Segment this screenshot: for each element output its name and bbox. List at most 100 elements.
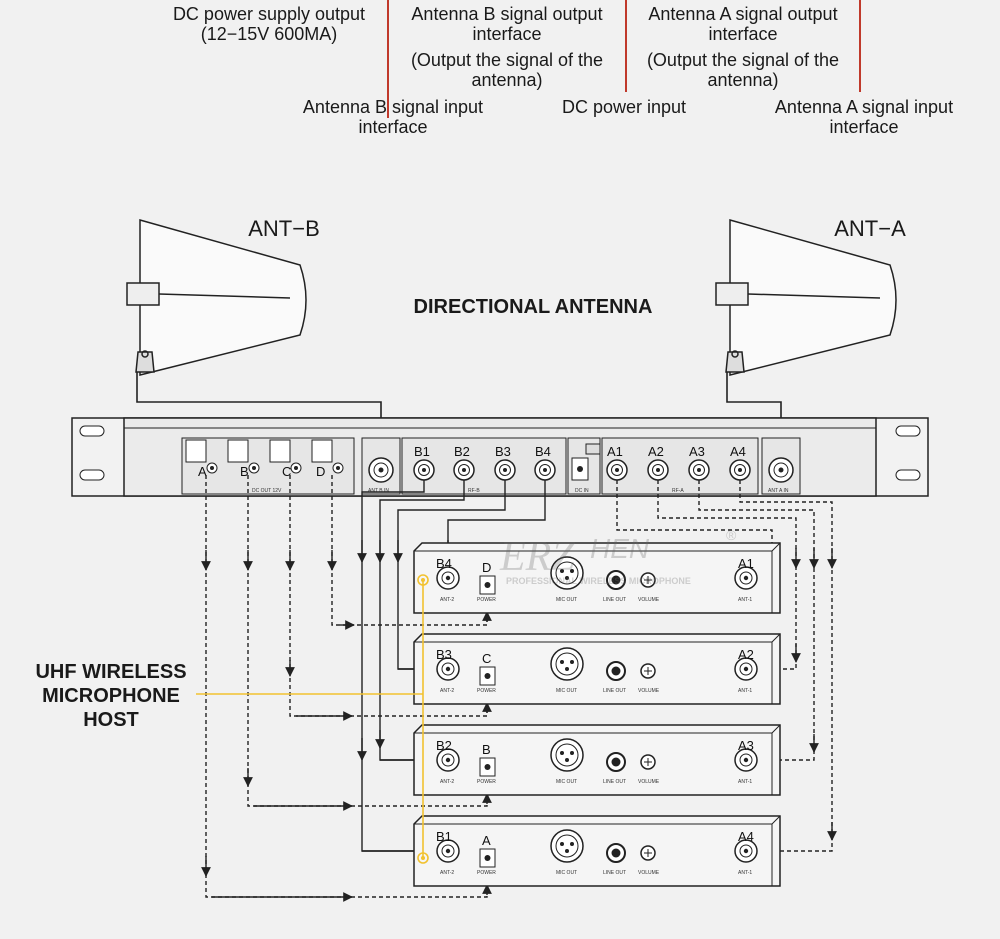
receiver-power-pin: [484, 764, 491, 770]
receiver-edge: [771, 633, 781, 643]
ant-a-in-panel: [761, 437, 801, 495]
receiver-ant2-caption: ANT-2: [440, 870, 454, 876]
receiver-volume-knob[interactable]: [640, 754, 656, 770]
receiver-edge: [771, 724, 781, 734]
receiver-ant1-port[interactable]: [734, 748, 758, 772]
receiver-ant1-caption: ANT-1: [738, 597, 752, 603]
receiver-power-label: D: [482, 560, 491, 575]
receiver-ant1-port[interactable]: [734, 839, 758, 863]
receiver-volume-caption: VOLUME: [638, 688, 660, 694]
receiver-chassis: [413, 633, 781, 705]
receiver-power-caption: POWER: [477, 779, 496, 785]
receiver-ant1-label: A4: [738, 829, 754, 844]
antenna-mount: [126, 282, 160, 306]
receiver-line-out[interactable]: [606, 752, 626, 772]
receiver-volume-knob[interactable]: [640, 572, 656, 588]
receiver-ant2-caption: ANT-2: [440, 597, 454, 603]
receiver-ant2-port[interactable]: [436, 839, 460, 863]
antenna-paddle: [729, 219, 897, 376]
receiver-mic-out-caption: MIC OUT: [556, 688, 577, 694]
receiver-edge: [771, 815, 781, 825]
receiver-mic-out[interactable]: [550, 829, 584, 863]
dc-out-port[interactable]: D: [311, 439, 344, 479]
callout-text: interface: [358, 117, 428, 137]
receiver-volume-knob[interactable]: [640, 845, 656, 861]
host-label-line: HOST: [83, 709, 139, 731]
callout-text: (12−15V 600MA): [200, 24, 338, 44]
antenna-screw: [141, 350, 149, 358]
dc-out-port[interactable]: A: [185, 439, 218, 479]
receiver-ant2-port[interactable]: [436, 748, 460, 772]
receiver-ant1-caption: ANT-1: [738, 870, 752, 876]
rf-a-port[interactable]: A2: [647, 444, 669, 481]
dc-out-port[interactable]: C: [269, 439, 302, 479]
receiver-ant2-port[interactable]: [436, 657, 460, 681]
receiver-line-out[interactable]: [606, 843, 626, 863]
rf-a-port[interactable]: A4: [729, 444, 751, 481]
rf-a-port-label: A3: [689, 444, 705, 459]
callout-text: Antenna A signal output: [648, 4, 838, 24]
antenna-connector: [135, 351, 155, 373]
receiver-chassis: [413, 815, 781, 887]
watermark-tagline: PROFESSIONAL WIRELESS MICROPHONE: [506, 576, 691, 586]
receiver-line-out[interactable]: [606, 570, 626, 590]
dc-out-port[interactable]: B: [227, 439, 260, 479]
receiver-mic-out[interactable]: [550, 556, 584, 590]
dc-power-output-label: DC power supply output (12−15V 600MA): [160, 4, 378, 44]
watermark-registered: ®: [726, 527, 737, 543]
antenna-a: [715, 219, 897, 438]
receiver-ant2-caption: ANT-2: [440, 779, 454, 785]
receiver-ant1-label: A2: [738, 647, 754, 662]
antenna-b-output-label: Antenna B signal output interface (Outpu…: [396, 4, 618, 90]
antenna-a-input-label: Antenna A signal input interface: [758, 97, 970, 137]
host-leader: [196, 574, 429, 864]
dc-in-label: DC IN: [575, 488, 589, 494]
rf-b-label: RF-B: [468, 488, 480, 494]
antenna-paddle: [139, 219, 307, 376]
rf-b-port[interactable]: B3: [494, 444, 516, 481]
receiver-power-label: C: [482, 651, 491, 666]
rf-b-port[interactable]: B2: [453, 444, 475, 481]
bnc-ant-b-in[interactable]: [368, 457, 394, 483]
rf-b-port-label: B3: [495, 444, 511, 459]
watermark-brand: ERZ: [499, 534, 575, 580]
rf-a-port[interactable]: A3: [688, 444, 710, 481]
receiver-volume-caption: VOLUME: [638, 597, 660, 603]
receiver-line-out[interactable]: [606, 661, 626, 681]
ant-b-in-label: ANT B IN: [368, 488, 389, 494]
receiver-power-pin: [484, 855, 491, 861]
callout-text: interface: [472, 24, 542, 44]
rf-b-port[interactable]: B1: [413, 444, 435, 481]
receiver-edge: [771, 542, 781, 552]
receiver-volume-knob[interactable]: [640, 663, 656, 679]
host-label-line: MICROPHONE: [42, 685, 180, 707]
rack-slot: [895, 425, 921, 437]
brand-watermark: ERZ HEN ® PROFESSIONAL WIRELESS MICROPHO…: [499, 527, 737, 586]
rack-slot: [79, 425, 105, 437]
receiver-ant1-port[interactable]: [734, 566, 758, 590]
receiver-ant2-port[interactable]: [436, 566, 460, 590]
dc-in-jack-pin: [577, 466, 583, 472]
receiver-ant1-port[interactable]: [734, 657, 758, 681]
rf-a-port[interactable]: A1: [606, 444, 628, 481]
rf-b-port-label: B4: [535, 444, 551, 459]
receiver-mic-out[interactable]: [550, 738, 584, 772]
receiver-mic-out-caption: MIC OUT: [556, 779, 577, 785]
host-leader-dot-core: [421, 578, 425, 582]
rack-slot: [79, 469, 105, 481]
host-label-line: UHF WIRELESS: [35, 661, 187, 683]
bnc-ant-a-in[interactable]: [768, 457, 794, 483]
antenna-screw: [731, 350, 739, 358]
rf-a-port-label: A1: [607, 444, 623, 459]
dc-out-port-label: A: [198, 464, 207, 479]
uhf-host-label: UHF WIRELESS MICROPHONE HOST: [20, 660, 202, 732]
watermark-brand: HEN: [590, 533, 650, 564]
callout-text: Antenna A signal input: [774, 97, 954, 117]
host-leader-dot-core: [421, 856, 425, 860]
callout-text: interface: [708, 24, 778, 44]
receiver-mic-out[interactable]: [550, 647, 584, 681]
wire: [657, 480, 797, 670]
callout-text: Antenna B signal input: [302, 97, 484, 117]
receiver-chassis: [413, 542, 781, 614]
